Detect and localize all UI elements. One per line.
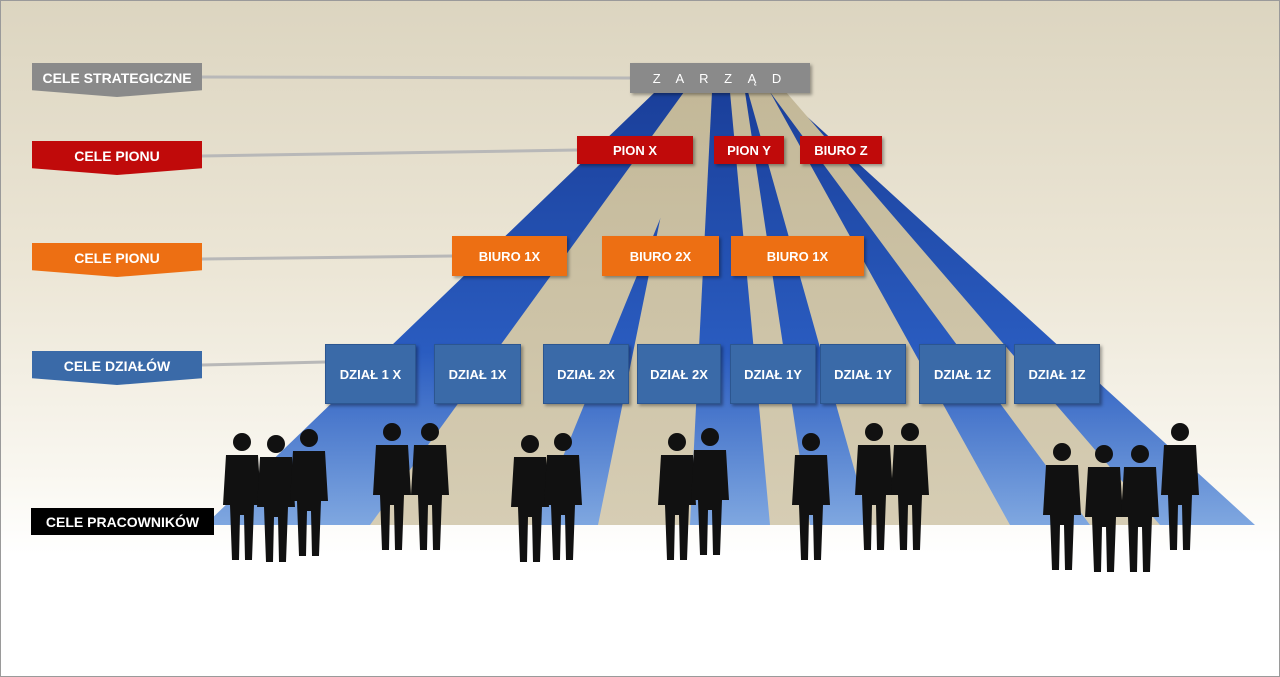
department-box: DZIAŁ 1Z	[1014, 344, 1100, 404]
connector-line	[201, 360, 326, 367]
level-label-office: CELE PIONU	[32, 243, 202, 277]
stripe	[598, 92, 712, 525]
level-label-strategic: CELE STRATEGICZNE	[32, 63, 202, 97]
office-box: BIURO 1X	[731, 236, 864, 276]
level-label-employees: CELE PRACOWNIKÓW	[31, 508, 214, 535]
division-box: BIURO Z	[800, 136, 882, 164]
stripe	[770, 92, 1160, 525]
level-label-department: CELE DZIAŁÓW	[32, 351, 202, 385]
stripe	[748, 92, 1010, 525]
connector-line	[201, 148, 578, 158]
department-box: DZIAŁ 2X	[637, 344, 721, 404]
office-box: BIURO 2X	[602, 236, 719, 276]
connector-line	[201, 254, 453, 261]
stripe	[730, 92, 810, 525]
division-box: PION Y	[714, 136, 784, 164]
department-box: DZIAŁ 2X	[543, 344, 629, 404]
department-box: DZIAŁ 1Y	[730, 344, 816, 404]
department-box: DZIAŁ 1X	[434, 344, 521, 404]
department-box: DZIAŁ 1 X	[325, 344, 416, 404]
level-label-division: CELE PIONU	[32, 141, 202, 175]
division-box: PION X	[577, 136, 693, 164]
department-box: DZIAŁ 1Z	[919, 344, 1006, 404]
board-box: Z A R Z Ą D	[630, 63, 810, 93]
department-box: DZIAŁ 1Y	[820, 344, 906, 404]
connector-line	[201, 75, 631, 80]
office-box: BIURO 1X	[452, 236, 567, 276]
stripe	[370, 92, 712, 525]
